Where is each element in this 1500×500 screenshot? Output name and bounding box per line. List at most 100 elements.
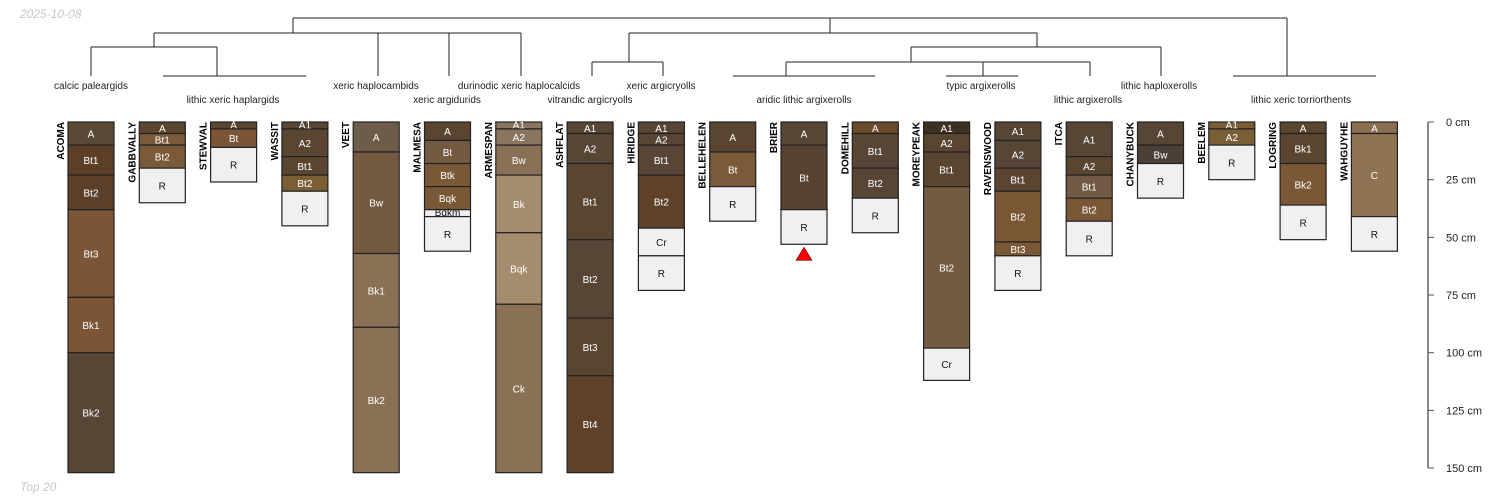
horizon-label: A2 (513, 133, 526, 144)
horizon (922, 185, 971, 349)
profile-name: LOGRING (1268, 122, 1279, 169)
horizon (922, 151, 971, 188)
profile-name: CHANYBUCK (1126, 121, 1137, 186)
horizon (994, 139, 1042, 169)
horizon-label: A2 (299, 139, 312, 150)
horizon-label: Bt1 (583, 198, 598, 209)
horizon-label: Cr (941, 360, 952, 371)
horizon (637, 174, 686, 229)
horizon-label: A1 (299, 120, 312, 131)
profile-name: WASSIT (270, 122, 281, 160)
horizon-label: A2 (1083, 162, 1096, 173)
horizon (352, 121, 400, 153)
horizon-label: Btk (440, 171, 455, 182)
horizon (566, 132, 614, 165)
horizon-label: Cr (656, 238, 667, 249)
taxon-label: durinodic xeric haplocalcids (458, 81, 580, 92)
horizon-label: Bt2 (1010, 213, 1025, 224)
horizon (1279, 204, 1327, 241)
horizon-label: R (800, 223, 807, 234)
profile-name: BELLEHELEN (698, 122, 709, 189)
horizon-label: Bt3 (583, 343, 598, 354)
horizon-label: A (230, 120, 237, 131)
profile-name: ASHFLAT (555, 122, 566, 168)
horizon (637, 144, 686, 176)
profile-name: ITCA (1054, 122, 1065, 145)
horizon (994, 190, 1042, 243)
horizon (780, 209, 828, 245)
taxon-label: lithic xeric torriorthents (1251, 95, 1351, 106)
profile-name: VEET (341, 122, 352, 148)
horizon-label: A2 (584, 145, 597, 156)
horizon (994, 255, 1042, 292)
horizon-label: Bt2 (1082, 206, 1097, 217)
horizon (1065, 220, 1113, 257)
horizon-label: R (658, 269, 665, 280)
horizon-label: Bk (513, 200, 526, 211)
horizon-label: C (1371, 171, 1378, 182)
horizon (67, 352, 115, 474)
horizon-label: Bt (229, 134, 239, 145)
horizon-label: A1 (655, 124, 668, 135)
horizon-label: A2 (1012, 150, 1025, 161)
horizon-label: Bt2 (583, 275, 598, 286)
horizon-label: Bt2 (83, 188, 98, 199)
taxon-label: lithic argixerolls (1054, 95, 1122, 106)
horizon (67, 174, 115, 211)
taxon-label: xeric argicryolls (627, 81, 696, 92)
horizon-label: R (729, 200, 736, 211)
horizon-label: Bk1 (1294, 145, 1312, 156)
horizon-label: Bqk (510, 264, 528, 275)
horizon-label: Bt1 (155, 135, 170, 146)
horizon-label: Ck (513, 384, 526, 395)
horizon-label: R (230, 161, 237, 172)
horizon-label: Bk1 (82, 321, 100, 332)
date-label: 2025-10-08 (19, 7, 82, 21)
horizon (851, 132, 899, 169)
horizon (67, 296, 115, 354)
horizon-label: A2 (940, 139, 953, 150)
horizon-label: Bw (1154, 150, 1169, 161)
profile-name: MOREYPEAK (912, 121, 923, 186)
horizon (1279, 132, 1327, 165)
horizon (352, 252, 400, 328)
horizon (709, 185, 757, 222)
horizon (1279, 162, 1327, 206)
horizon (1350, 215, 1399, 252)
horizon (709, 121, 757, 153)
horizon (1208, 144, 1256, 181)
horizon-label: A (88, 130, 95, 141)
horizon (67, 144, 115, 176)
horizon (352, 326, 400, 474)
horizon-label: Bt (799, 173, 809, 184)
horizon-label: R (1086, 235, 1093, 246)
horizon-label: A (801, 130, 808, 141)
horizon-label: A1 (1012, 127, 1025, 138)
axis-tick-label: 150 cm (1446, 463, 1482, 475)
horizon-label: Bt (728, 165, 738, 176)
horizon-label: Bw (512, 156, 527, 167)
warning-triangle-icon (795, 246, 813, 261)
dendrogram (90, 17, 1376, 77)
horizon (1065, 121, 1113, 158)
horizon-label: Bt2 (155, 153, 170, 164)
horizon-label: Bt1 (297, 162, 312, 173)
horizon (495, 232, 543, 305)
taxon-label: xeric haplocambids (333, 81, 419, 92)
